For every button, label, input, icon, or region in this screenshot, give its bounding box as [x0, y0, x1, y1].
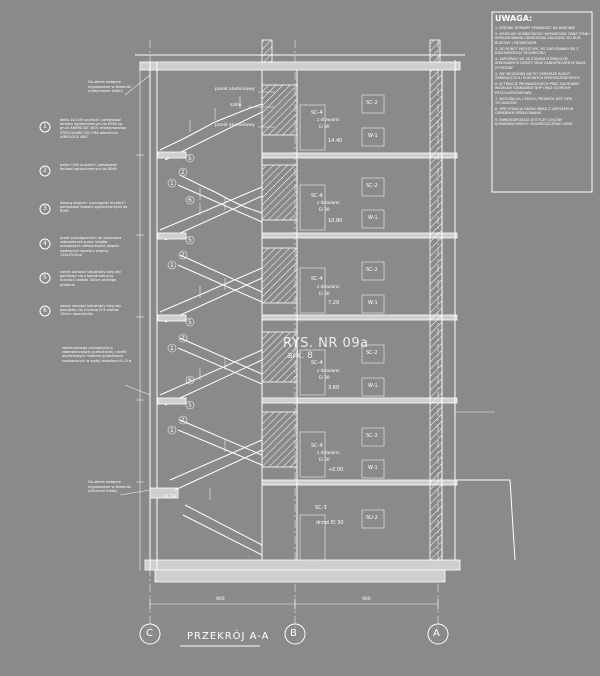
- note-item: 2. WSZELKIE ROZBIEŻNOŚCI WYMIAROWE ORAZ …: [495, 32, 590, 45]
- legend-num: 1: [43, 123, 47, 130]
- level-mark: 3.60: [328, 385, 340, 391]
- label-sc4: SC-4: [311, 360, 323, 366]
- svg-text:1: 1: [170, 427, 174, 434]
- door-ei: EI 30: [319, 291, 330, 296]
- svg-text:2: 2: [181, 252, 185, 259]
- note-item: 5. NIE WCZEŚNIEJ NIŻ PO ODBIORZE ROBÓT Z…: [495, 71, 580, 81]
- svg-text:1: 1: [170, 262, 174, 269]
- legend-num: 2: [43, 167, 47, 174]
- label-sc2: SC-2: [366, 100, 378, 106]
- label-sc2: SC-2: [366, 183, 378, 189]
- door-ei: EI 30: [319, 457, 330, 462]
- door-note: z drzwiami: [317, 117, 340, 122]
- right-wall: [429, 60, 516, 561]
- legend-num: 3: [43, 205, 47, 212]
- notes-box: [491, 11, 593, 193]
- svg-text:5: 5: [188, 155, 192, 162]
- notes-panel: UWAGA: 1. RZĘDNE WYMIARY SPRAWDZIĆ NA BU…: [495, 14, 590, 126]
- door-note: z drzwiami: [317, 368, 340, 373]
- ground-level: -0.14: [163, 494, 176, 500]
- legend-text: belka 2xC100 oczyścić i pomalować farbam…: [60, 118, 127, 139]
- drawing-title: PRZEKRÓJ A-A: [187, 631, 270, 642]
- label-w1: W-1: [368, 383, 378, 389]
- note-item: 3. DO ROBÓT PRZYSTĄPIĆ PO ZAPOZNANIU SIĘ…: [495, 46, 579, 56]
- label-sc3: SC-3: [315, 505, 327, 511]
- level-mark: 10.80: [328, 218, 343, 224]
- legend-text: kloszny stopnie i podciągniki oczyścić i…: [60, 201, 128, 214]
- label-sc4: SC-4: [311, 110, 323, 116]
- svg-text:6: 6: [188, 197, 192, 204]
- label-sc2: SC-2: [366, 267, 378, 273]
- facade-glass-label: szkło: [230, 103, 242, 108]
- notes-heading: UWAGA:: [495, 14, 533, 23]
- note-item: 9. INWENTARYZACJA DOTYCZY CIĄGÓW KOMUNIK…: [495, 117, 573, 126]
- level-mark: 14.40: [328, 138, 343, 144]
- left-facade: [149, 62, 179, 570]
- axis-letter: B: [290, 628, 297, 639]
- note-item: 8. SPECYFIKACJA DRZWI WRAZ Z ZAPISZEM W …: [495, 107, 574, 116]
- axis-letter: C: [146, 628, 153, 639]
- svg-text:5: 5: [188, 237, 192, 244]
- note-item: 6. W TRAKCIE PROWADZONYCH PRAC ZACHOWAĆ …: [495, 82, 580, 95]
- legend-text: należy obnożyć balustrady bieg oby pomię…: [60, 270, 122, 287]
- legend-mid-note: zamierzeniowy przeszklonej o zabezpiecza…: [62, 346, 132, 363]
- svg-text:1: 1: [170, 180, 174, 187]
- legend-bullets: [39, 121, 51, 317]
- facade-panel-label: panel aluminiowy: [215, 123, 255, 128]
- central-wall: [261, 70, 298, 560]
- door-note: z drzwiami: [317, 450, 340, 455]
- label-sc2: SC-2: [366, 433, 378, 439]
- svg-text:5: 5: [188, 402, 192, 409]
- label-sc4: SC-4: [311, 443, 323, 449]
- svg-text:2: 2: [181, 417, 185, 424]
- right-wall-openings: [361, 94, 385, 529]
- note-item: 7. INTEGRALNĄ CZĘŚCIĄ PROJEKTU JEST OPIS…: [495, 96, 572, 106]
- dim-bottom: 900: [362, 597, 371, 602]
- level-mark: +0.00: [328, 467, 344, 473]
- bottom-dimension: [149, 598, 439, 610]
- label-w1: W-1: [368, 133, 378, 139]
- label-su2: SU-2: [366, 515, 378, 521]
- legend-top-note: Do słonia wstępne wyposażone w siłowniki…: [88, 80, 131, 93]
- door-ei: EI 30: [319, 124, 330, 129]
- drawing-number-watermark: RYS. NR 09a: [283, 336, 369, 351]
- facade-panel-label: panel aluminiowy: [215, 87, 255, 92]
- door-ei: EI 30: [319, 375, 330, 380]
- svg-text:2: 2: [181, 169, 185, 176]
- door-note: z drzwiami: [317, 284, 340, 289]
- svg-text:5: 5: [188, 319, 192, 326]
- svg-text:2: 2: [181, 335, 185, 342]
- label-w1: W-1: [368, 215, 378, 221]
- legend-num: 4: [43, 240, 47, 247]
- label-sc2: SC-2: [366, 350, 378, 356]
- svg-text:6: 6: [188, 377, 192, 384]
- left-dimension-chain: [136, 62, 144, 570]
- note-item: 4. ZAPOZNAĆ SIĘ ZE STANEM ISTNIEJĄCYM WY…: [495, 57, 586, 70]
- legend-num: 6: [43, 307, 47, 314]
- legend-num: 5: [43, 274, 47, 281]
- axis-letter: A: [433, 628, 440, 639]
- label-w1: W-1: [368, 300, 378, 306]
- door-ei: EI 30: [319, 207, 330, 212]
- stair-markers: 5 2 1 6 5 2 1 5 2 1 6 5 2 1: [167, 153, 195, 435]
- note-item: 1. RZĘDNE WYMIARY SPRAWDZIĆ NA BUDOWIE: [495, 26, 576, 30]
- legend-bottom-note: Do słonia wstępne wyposażone w siłowniki…: [88, 480, 131, 493]
- stair-flights: [157, 96, 263, 556]
- legend-text: przed przystąpieniem do wykonania zabezp…: [60, 236, 122, 257]
- label-sc4: SC-4: [311, 193, 323, 199]
- label-sc4: SC-4: [311, 276, 323, 282]
- svg-text:1: 1: [170, 345, 174, 352]
- axis-bubbles: [139, 623, 449, 645]
- legend-text: należy obnożyć balustrady bieg oby pomię…: [60, 304, 122, 317]
- level-mark: 7.20: [328, 300, 340, 306]
- label-w1: W-1: [368, 465, 378, 471]
- dim-bottom: 900: [216, 597, 225, 602]
- leader-lines: [119, 74, 275, 496]
- door-note: z drzwiami: [317, 200, 340, 205]
- door-bottom-note: drzwi EI 30: [316, 520, 344, 526]
- sheet-number-watermark: ark. 8: [287, 351, 313, 361]
- legend-text: belka C200 oczyścić i pomalować farbami …: [60, 163, 117, 172]
- door-frames: [299, 104, 326, 561]
